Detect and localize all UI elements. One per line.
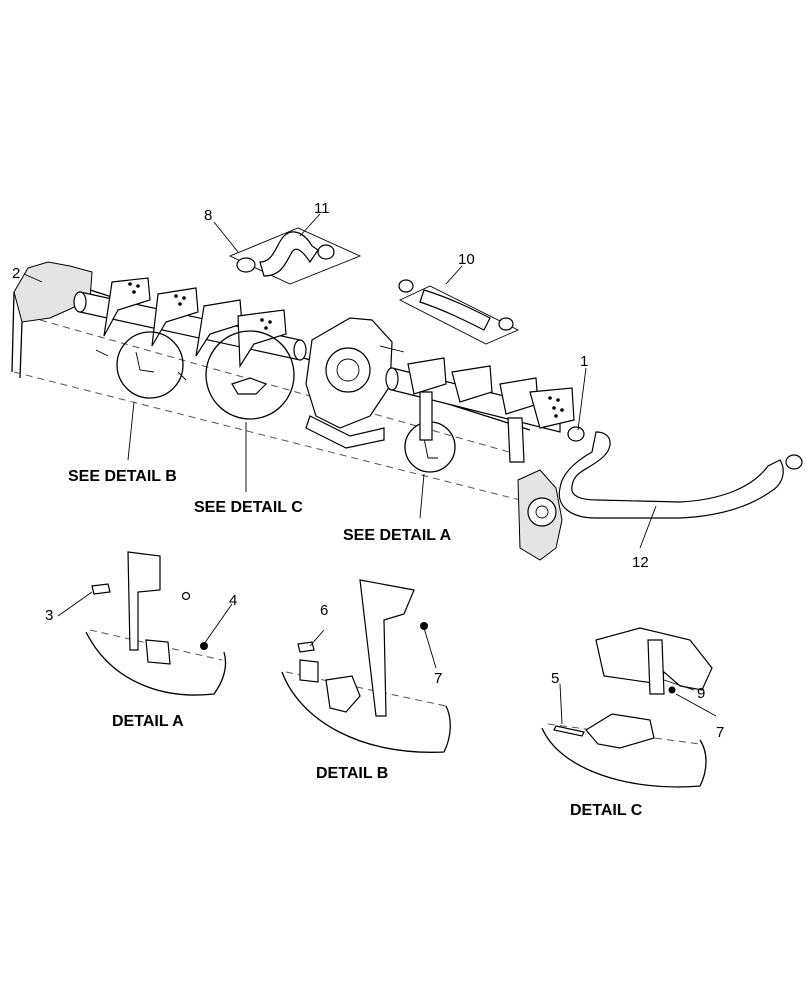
detail-c-view (541, 627, 717, 788)
callout-4: 4 (229, 592, 237, 609)
detail-titles: DETAIL A DETAIL B DETAIL C (112, 713, 643, 819)
callout-1: 1 (580, 353, 588, 370)
callout-12: 12 (632, 554, 649, 571)
left-cross-tube (73, 277, 307, 381)
right-cross-tube (385, 357, 575, 463)
callout-6: 6 (320, 602, 328, 619)
middle-hose-group (379, 279, 520, 353)
callout-7-detail-c: 7 (716, 724, 724, 741)
callout-5: 5 (551, 670, 559, 687)
detail-b-callout-circle (116, 331, 184, 399)
detail-b-title: DETAIL B (316, 765, 388, 782)
see-detail-c-label: SEE DETAIL C (194, 499, 303, 516)
callout-8: 8 (204, 207, 212, 224)
detail-a-view (57, 551, 233, 696)
detail-c-callout-circle (205, 330, 295, 420)
lower-hose (558, 426, 803, 519)
upper-hose-group (228, 227, 362, 285)
callout-2: 2 (12, 265, 20, 282)
center-gearbox (305, 317, 393, 449)
leader-lines (23, 213, 657, 549)
see-detail-b-label: SEE DETAIL B (68, 468, 177, 485)
callout-10: 10 (458, 251, 475, 268)
detail-b-view (281, 579, 451, 753)
callout-11: 11 (314, 200, 330, 217)
detail-a-title: DETAIL A (112, 713, 184, 730)
detail-c-title: DETAIL C (570, 802, 643, 819)
callout-7-detail-b: 7 (434, 670, 442, 687)
see-detail-a-label: SEE DETAIL A (343, 527, 452, 544)
callout-9: 9 (697, 685, 705, 702)
reference-labels: SEE DETAIL B SEE DETAIL C SEE DETAIL A (68, 468, 452, 544)
callout-3: 3 (45, 607, 53, 624)
callout-numbers: 8 11 2 10 1 12 3 4 6 7 5 9 7 (12, 200, 724, 741)
